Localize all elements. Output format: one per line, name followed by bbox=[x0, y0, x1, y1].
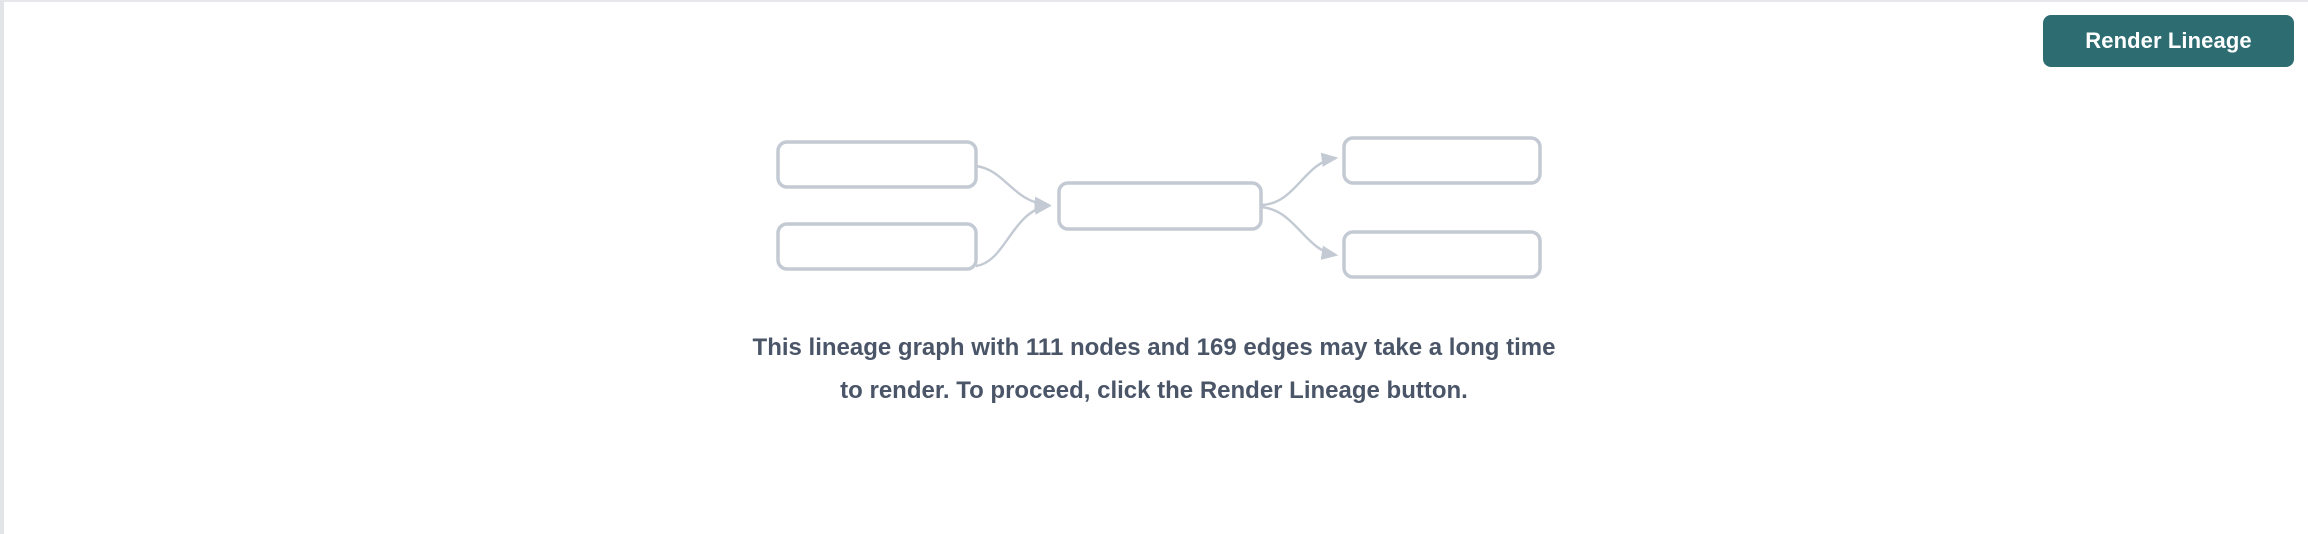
render-lineage-button[interactable]: Render Lineage bbox=[2043, 15, 2294, 67]
placeholder-node-bottom-right bbox=[1342, 230, 1542, 279]
edge-top-left-to-center bbox=[975, 164, 1052, 212]
edge-center-to-top-right bbox=[1260, 152, 1339, 207]
placeholder-graph bbox=[4, 2, 2308, 534]
placeholder-node-top-right bbox=[1342, 136, 1542, 185]
lineage-warning-message: This lineage graph with 111 nodes and 16… bbox=[752, 334, 1556, 404]
placeholder-node-top-left bbox=[776, 140, 978, 189]
placeholder-graph-svg bbox=[776, 136, 1542, 279]
placeholder-node-bottom-left bbox=[776, 222, 978, 271]
edge-bottom-left-to-center bbox=[975, 200, 1052, 268]
placeholder-node-center bbox=[1057, 181, 1263, 231]
edge-center-to-bottom-right bbox=[1260, 205, 1339, 260]
